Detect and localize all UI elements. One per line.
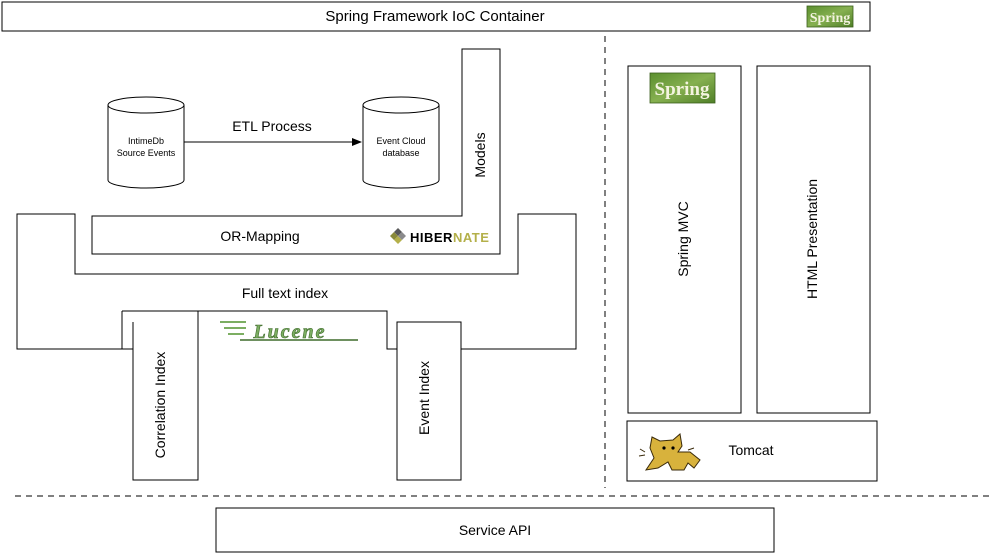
lucene-logo: Lucene	[220, 321, 358, 343]
svg-text:HIBERNATE: HIBERNATE	[410, 230, 489, 245]
or-mapping-block: OR-Mapping Models HIBERNATE	[91, 48, 501, 255]
lucene-logo-text: Lucene	[252, 321, 326, 343]
etl-process-arrow: ETL Process	[184, 118, 362, 146]
tomcat-label: Tomcat	[728, 442, 773, 458]
target-db-line-1: Event Cloud	[376, 136, 425, 146]
event-index-block: Event Index	[396, 321, 462, 481]
spring-mvc-logo-text: Spring	[655, 79, 710, 100]
ioc-container-title: Spring Framework IoC Container	[325, 8, 544, 25]
source-db-line-1: IntimeDb	[128, 136, 164, 146]
full-text-index-label: Full text index	[242, 285, 328, 301]
etl-process-label: ETL Process	[232, 118, 312, 134]
correlation-index-block: Correlation Index	[121, 310, 199, 481]
service-api-label: Service API	[459, 522, 531, 538]
correlation-index-label: Correlation Index	[152, 352, 168, 459]
source-db-line-2: Source Events	[117, 148, 176, 158]
models-label: Models	[472, 132, 488, 177]
or-mapping-label: OR-Mapping	[220, 228, 299, 244]
target-db-line-2: database	[382, 148, 419, 158]
hibernate-logo-hiber: HIBER	[410, 230, 453, 245]
tomcat-cat-icon	[638, 433, 701, 471]
spring-mvc-block: Spring Spring MVC	[627, 65, 742, 414]
tomcat-block: Tomcat	[626, 420, 878, 482]
event-cloud-database: Event Cloud database	[362, 96, 440, 189]
service-api-block: Service API	[215, 507, 775, 553]
hibernate-logo-nate: NATE	[453, 230, 489, 245]
ioc-container-bar: Spring Framework IoC Container Spring	[1, 1, 871, 32]
spring-mvc-label: Spring MVC	[675, 201, 691, 276]
spring-mvc-logo: Spring	[649, 72, 716, 104]
hibernate-logo: HIBERNATE	[390, 228, 489, 245]
html-presentation-block: HTML Presentation	[756, 65, 871, 414]
event-index-label: Event Index	[416, 361, 432, 435]
spring-logo: Spring	[806, 5, 854, 28]
source-database: IntimeDb Source Events	[107, 96, 185, 189]
html-presentation-label: HTML Presentation	[804, 179, 820, 299]
spring-logo-text: Spring	[810, 11, 850, 26]
